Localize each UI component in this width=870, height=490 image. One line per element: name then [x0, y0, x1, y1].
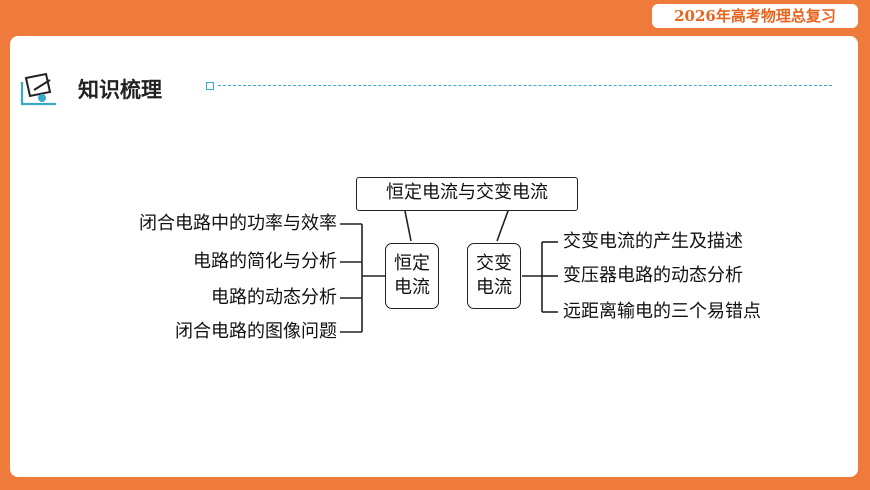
clipboard-pen-icon: [20, 72, 56, 106]
left-topic-item: 闭合电路的图像问题: [175, 321, 337, 342]
dashed-divider: [218, 85, 832, 86]
section-title: 知识梳理: [78, 78, 162, 102]
mindmap-root-node: 恒定电流与交变电流: [356, 177, 578, 211]
content-panel: 知识梳理: [10, 36, 858, 477]
left-topic-item: 电路的简化与分析: [193, 251, 337, 272]
right-topic-item: 交变电流的产生及描述: [563, 231, 743, 252]
section-header: 知识梳理: [20, 68, 850, 108]
right-topic-item: 变压器电路的动态分析: [563, 265, 743, 286]
divider-marker: [206, 82, 214, 90]
course-title-badge: 2026年高考物理总复习: [652, 4, 858, 28]
right-topic-item: 远距离输电的三个易错点: [563, 301, 761, 322]
node-label-line1: 交变: [476, 253, 512, 274]
left-topic-item: 闭合电路中的功率与效率: [139, 213, 337, 234]
mindmap-node-alternating-current: 交变 电流: [467, 243, 521, 309]
node-label-line2: 电流: [394, 277, 430, 298]
node-label-line2: 电流: [476, 277, 512, 298]
mindmap-node-direct-current: 恒定 电流: [385, 243, 439, 309]
left-topic-item: 电路的动态分析: [211, 287, 337, 308]
node-label-line1: 恒定: [394, 253, 430, 274]
